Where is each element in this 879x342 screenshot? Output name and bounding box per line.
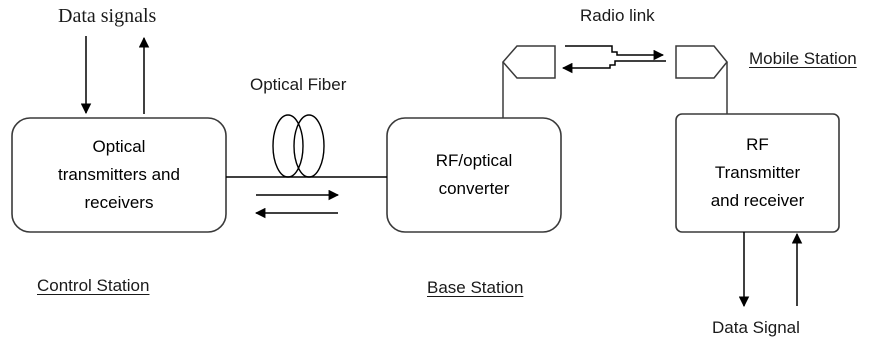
base-station-box [386,117,562,233]
mobile-station-box [675,113,840,233]
mobile-box-line-1: RF [746,135,769,154]
control-station-label: Control Station [37,276,150,295]
data-signals-label: Data signals [58,5,157,27]
mobile-station-box-text: RF Transmitter and receiver [676,114,839,232]
mobile-box-line-2: Transmitter [714,163,801,182]
radio-link-right-arrow [565,45,665,61]
mobile-antenna-icon [675,45,728,79]
control-box-line-2: transmitters and [58,165,180,184]
control-station-box-text: Optical transmitters and receivers [12,118,226,232]
fiber-coil-icon [272,114,325,178]
mobile-box-line-3: and receiver [710,191,805,210]
base-antenna-icon [502,45,556,79]
control-box-line-1: Optical [92,137,146,156]
base-station-label: Base Station [427,278,524,297]
control-box-line-3: receivers [84,193,154,212]
radio-link-left-arrow [561,60,666,74]
data-signal-label: Data Signal [712,318,800,337]
base-box-line-2: converter [438,179,510,198]
radio-link-label: Radio link [580,6,655,25]
base-station-box-text: RF/optical converter [387,118,561,232]
optical-fiber-label: Optical Fiber [250,75,347,94]
mobile-station-label: Mobile Station [749,49,857,68]
control-station-box [11,117,227,233]
base-box-line-1: RF/optical [435,151,513,170]
